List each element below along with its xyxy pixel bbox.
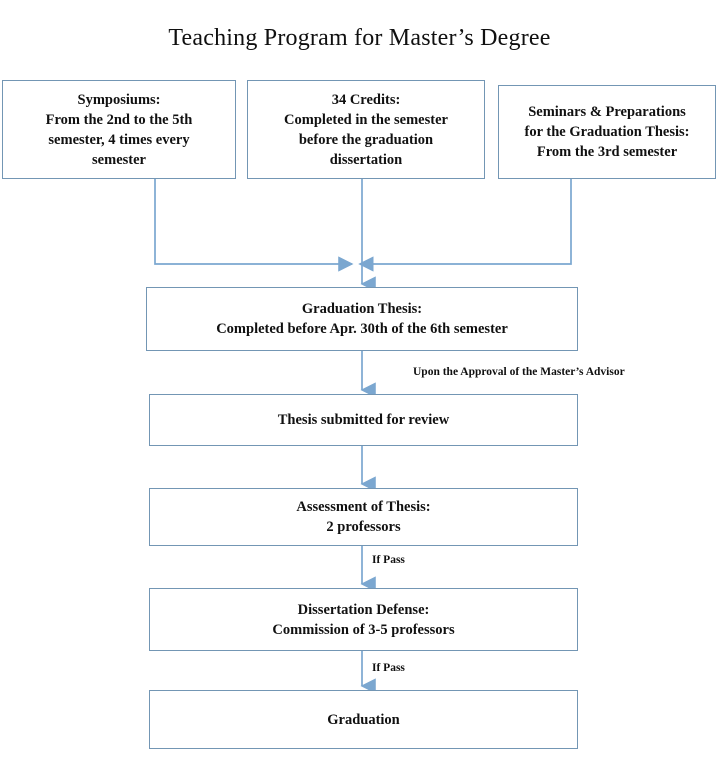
node-credits-label: 34 Credits: Completed in the semester be… bbox=[284, 91, 448, 168]
node-dissertation-defense-label: Dissertation Defense: Commission of 3-5 … bbox=[272, 601, 455, 638]
edge-label-if-pass-defense: If Pass bbox=[372, 662, 405, 674]
node-graduation-thesis-label: Graduation Thesis: Completed before Apr.… bbox=[216, 301, 508, 337]
node-symposiums[interactable]: Symposiums: From the 2nd to the 5th seme… bbox=[2, 80, 236, 179]
node-thesis-submitted[interactable]: Thesis submitted for review bbox=[149, 394, 578, 446]
node-assessment-of-thesis-label: Assessment of Thesis: 2 professors bbox=[296, 499, 431, 535]
node-graduation-thesis[interactable]: Graduation Thesis: Completed before Apr.… bbox=[146, 287, 578, 351]
node-graduation-label: Graduation bbox=[327, 711, 400, 728]
connector-seminars-to-junction bbox=[358, 179, 572, 272]
edge-label-approval: Upon the Approval of the Master’s Adviso… bbox=[413, 366, 625, 378]
page-title: Teaching Program for Master’s Degree bbox=[168, 25, 551, 51]
node-graduation[interactable]: Graduation bbox=[149, 690, 578, 749]
edge-label-if-pass-assessment: If Pass bbox=[372, 554, 405, 566]
node-seminars[interactable]: Seminars & Preparations for the Graduati… bbox=[498, 85, 716, 179]
node-dissertation-defense[interactable]: Dissertation Defense: Commission of 3-5 … bbox=[149, 588, 578, 651]
connector-symposiums-to-junction bbox=[154, 179, 354, 272]
node-thesis-submitted-label: Thesis submitted for review bbox=[277, 412, 450, 428]
node-seminars-label: Seminars & Preparations for the Graduati… bbox=[524, 104, 690, 160]
node-assessment-of-thesis[interactable]: Assessment of Thesis: 2 professors bbox=[149, 488, 578, 546]
node-symposiums-label: Symposiums: From the 2nd to the 5th seme… bbox=[45, 91, 193, 168]
node-credits[interactable]: 34 Credits: Completed in the semester be… bbox=[247, 80, 485, 179]
